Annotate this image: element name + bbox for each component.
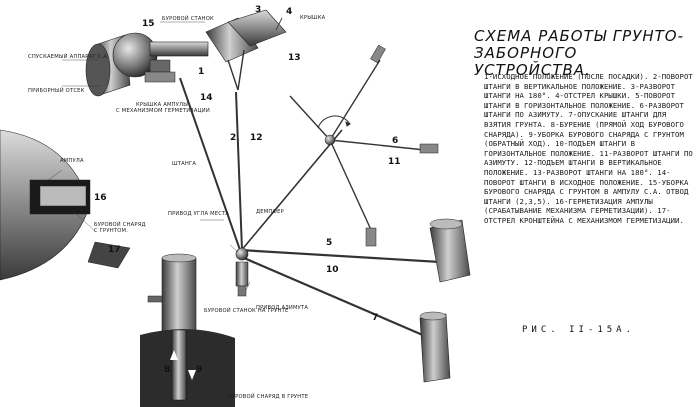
azimuth-rotation	[289, 44, 439, 247]
boom-head-right	[429, 218, 471, 283]
step-number: 15	[142, 19, 155, 29]
label-elevation-drive: ПРИВОД УГЛА МЕСТА	[168, 211, 229, 217]
legend-item: 14-ПОВОРОТ ШТАНГИ В ИСХОДНОЕ ПОЛОЖЕНИЕ.	[484, 167, 671, 187]
step-number: 2	[230, 133, 236, 143]
step-number: 14	[200, 93, 213, 103]
boom-arms	[179, 77, 441, 338]
legend-item: 7-ОПУСКАНИЕ ШТАНГИ ДЛЯ ВЗЯТИЯ ГРУНТА.	[484, 110, 667, 129]
legend-item: 6-РАЗВОРОТ ШТАНГИ ПО АЗИМУТУ.	[484, 100, 684, 120]
step-number: 16	[94, 193, 107, 203]
step-number: 9	[196, 365, 202, 375]
label-azimuth-drive: ПРИВОД АЗИМУТА	[256, 305, 308, 311]
label-ampoule: АМПУЛА	[60, 158, 84, 164]
label-drill-bit-1: БУРОВОЙ СНАРЯД	[94, 221, 146, 228]
legend-item: 3-РАЗВОРОТ ШТАНГИ НА 180°.	[484, 81, 676, 101]
diagram-title: СХЕМА РАБОТЫ ГРУНТО- ЗАБОРНОГО УСТРОЙСТВ…	[474, 27, 685, 79]
ampoule-cutaway	[0, 129, 91, 281]
label-ampoule-lid-1: КРЫШКА АМПУЛЫ	[136, 102, 188, 108]
drill-rig-top	[205, 9, 287, 91]
figure-caption: РИС. II-15А.	[522, 325, 636, 335]
label-drill-bit-2: С ГРУНТОМ.	[94, 228, 128, 234]
legend-item: 15-УБОРКА БУРОВОГО СНАРЯДА С ГРУНТОМ В А…	[484, 177, 689, 197]
legend-item: 8-БУРЕНИЕ (ПРЯМОЙ ХОД БУРОВОГО СНАРЯДА).	[484, 119, 684, 139]
step-number: 1	[198, 67, 204, 77]
boom-head-lower	[419, 311, 451, 383]
legend-item: 4-ОТСТРЕЛ КРЫШКИ.	[555, 91, 636, 101]
step-number: 13	[288, 53, 301, 63]
label-ampoule-lid-2: С МЕХАНИЗМОМ ГЕРМЕТИЗАЦИИ	[116, 108, 210, 114]
step-number: 5	[326, 238, 332, 248]
legend: 1-ИСХОДНОЕ ПОЛОЖЕНИЕ (ПОСЛЕ ПОСАДКИ). 2-…	[484, 72, 696, 226]
legend-item: 9-УБОРКА БУРОВОГО СНАРЯДА С ГРУНТОМ (ОБР…	[484, 129, 684, 149]
lander-assembly	[85, 32, 209, 97]
label-damper: ДЕМПФЕР	[256, 209, 284, 215]
leader-lines	[39, 21, 251, 291]
step-number: 4	[286, 7, 292, 17]
label-rig-on-ground: БУРОВОЙ СТАНОК НА ГРУНТЕ	[204, 307, 288, 314]
bracket-17	[87, 241, 131, 269]
label-drill-rig: БУРОВОЙ СТАНОК	[162, 15, 214, 22]
legend-item: 5-ПОВОРОТ ШТАНГИ В ГОРИЗОНТАЛЬНОЕ ПОЛОЖЕ…	[484, 91, 676, 110]
step-number: 3	[255, 5, 261, 15]
legend-item: 11-РАЗВОРОТ ШТАНГИ ПО АЗИМУТУ.	[484, 148, 693, 168]
drill-rig-ground	[140, 253, 235, 407]
label-lander: СПУСКАЕМЫЙ АППАРАТ С.А.	[28, 53, 109, 60]
step-number: 8	[164, 365, 170, 375]
step-number: 7	[372, 313, 378, 323]
legend-item: ОТВОД ШТАНГИ (2,3,5).	[484, 187, 689, 206]
label-boom: ШТАНГА	[172, 161, 196, 167]
step-number: 6	[392, 136, 398, 146]
legend-item: 13-РАЗВОРОТ ШТАНГИ НА 180°.	[532, 167, 658, 177]
legend-item: 17-ОТСТРЕЛ КРОНШТЕЙНА С МЕХАНИЗМОМ ГЕРМЕ…	[484, 206, 684, 225]
legend-item: 1-ИСХОДНОЕ ПОЛОЖЕНИЕ (ПОСЛЕ ПОСАДКИ).	[484, 72, 653, 81]
step-number: 12	[250, 133, 263, 143]
label-instrument-bay: ПРИБОРНЫЙ ОТСЕК	[28, 87, 85, 94]
legend-item: 2-ПОВОРОТ ШТАНГИ В ВЕРТИКАЛЬНОЕ ПОЛОЖЕНИ…	[484, 72, 693, 91]
label-cover: КРЫШКА	[300, 15, 326, 21]
legend-item: 12-ПОДЪЕМ ШТАНГИ В ВЕРТИКАЛЬНОЕ ПОЛОЖЕНИ…	[484, 158, 662, 177]
pivot-assembly	[235, 247, 249, 297]
step-number: 10	[326, 265, 339, 275]
step-number: 11	[388, 157, 401, 167]
legend-item: 16-ГЕРМЕТИЗАЦИЯ АМПУЛЫ (СРАБАТЫВАНИЕ МЕХ…	[484, 196, 658, 216]
legend-item: 10-ПОДЪЕМ ШТАНГИ В ГОРИЗОНТАЛЬНОЕ ПОЛОЖЕ…	[484, 139, 636, 158]
step-number: 17	[108, 245, 121, 255]
label-bit-in-ground: БУРОВОЙ СНАРЯД В ГРУНТЕ	[228, 393, 308, 400]
